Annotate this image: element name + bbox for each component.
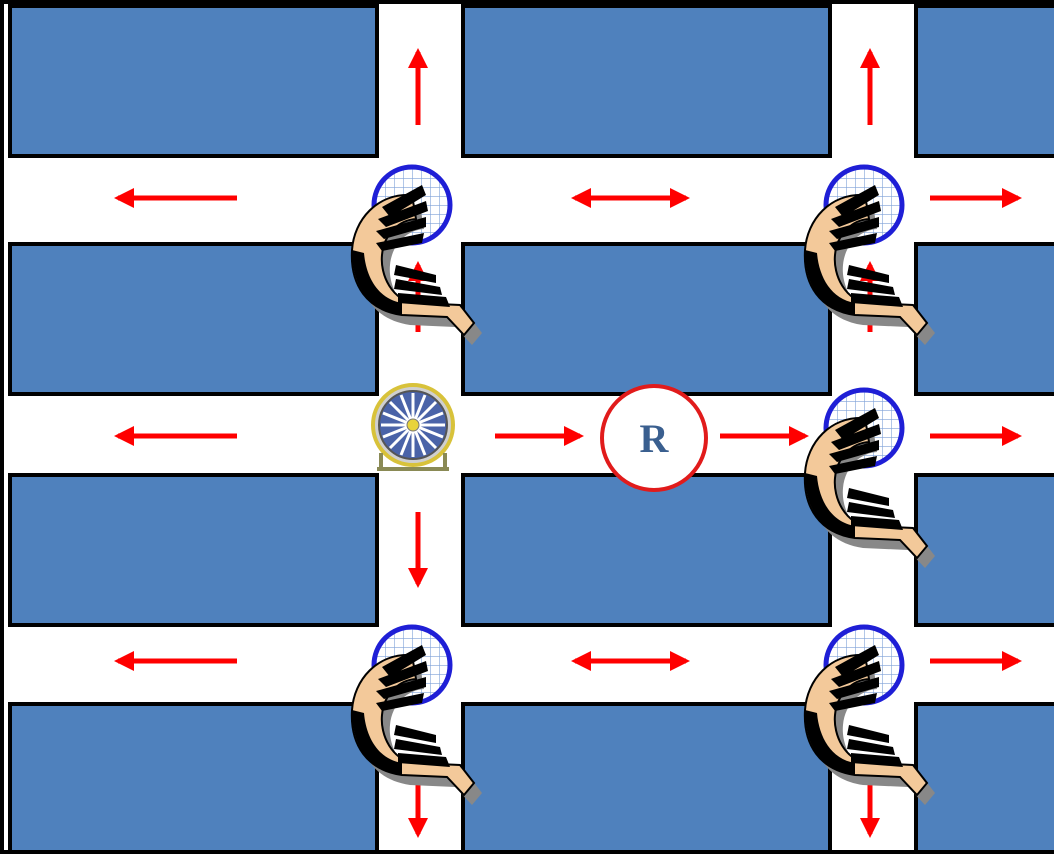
block: [8, 4, 379, 158]
regulator: R: [600, 384, 708, 492]
block: [914, 473, 1054, 627]
block: [8, 473, 379, 627]
block: [8, 242, 379, 396]
city-blocks: [8, 4, 1054, 854]
block: [461, 4, 832, 158]
block: [914, 242, 1054, 396]
regulator-label: R: [640, 416, 670, 461]
block: [8, 702, 379, 854]
block: [914, 4, 1054, 158]
block: [461, 702, 832, 854]
block: [914, 702, 1054, 854]
block: [461, 242, 832, 396]
regulator-ring: [600, 384, 708, 492]
block: [461, 473, 832, 627]
